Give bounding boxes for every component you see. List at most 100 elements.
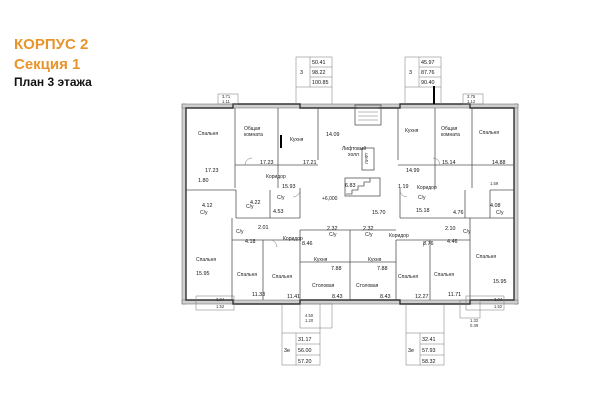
area: 14.09 [326,132,340,138]
room-bedroom-1: Спальня [198,131,218,137]
area: 15.70 [372,210,386,216]
room-bedroom-6: Спальня [272,274,292,280]
room-dining-1: Столовая [312,283,335,289]
bath-3: С/у [277,195,285,201]
balcony-bottom-center [299,303,333,329]
bath-8: С/у [365,232,373,238]
room-kitchen-4: Кухня [368,257,382,263]
balcony-top-right [462,93,484,105]
floor-level: +6,000 [322,196,338,202]
room-kitchen-3: Кухня [314,257,328,263]
apt-br-v2: 57.93 [422,348,436,354]
area: 11.33 [252,292,265,298]
balcony-bl-b: 1.52 [216,304,225,309]
area: 4.46 [447,239,458,245]
balcony-tr-a: 3.75 [467,94,476,99]
room-bedroom-3: Спальня [196,257,216,263]
apt-bl-v2: 56.00 [298,348,312,354]
balcony-bc-a: 4.50 [305,313,314,318]
apt-box-top-right [404,56,442,104]
apt-tl-rooms: 3 [300,70,303,76]
room-bedroom-7: Спальня [398,274,418,280]
lift-hall-a: Лифтовый [342,145,366,152]
area: 2.32 [327,226,338,232]
balcony-bottom-left [195,295,235,311]
apt-bl-rooms: 3е [284,348,290,354]
area: 8.46 [302,241,313,247]
area: 2.10 [445,226,456,232]
area: 7.88 [331,266,342,272]
apt-box-bottom-right [405,304,445,366]
area: 15.95 [493,279,507,285]
area: 4.18 [245,239,256,245]
bath-5: С/у [496,210,504,216]
area: 15.18 [416,208,430,214]
apt-br-v1: 32.41 [422,337,436,343]
balcony-br-a: 3.04 [494,297,503,302]
area: 12.27 [415,294,429,300]
balcony-bl-a: 3.04 [216,297,225,302]
area: 4.12 [202,203,213,209]
balcony-tl-a: 3.71 [222,94,231,99]
balcony-right-mid: 1.59 [490,181,499,186]
area: 2.32 [363,226,374,232]
balcony-tr-b: 1.12 [467,99,476,104]
bath-9: С/у [463,229,471,235]
balcony-top-left [217,93,239,105]
balcony-brc-a: 1.32 [470,318,479,323]
area: 14.88 [492,160,506,166]
area: 17.23 [260,160,274,166]
area: 15.14 [442,160,456,166]
area: 4.08 [490,203,501,209]
area: 7.88 [377,266,388,272]
area: 14.99 [406,168,420,174]
area: 11.71 [448,292,461,298]
stair-core [344,104,382,197]
area: 1.80 [198,178,209,184]
apt-tr-v3: 90.40 [421,80,435,86]
room-common-1b: комната [244,132,263,138]
corridor-4: Коридор [389,233,409,239]
lift-label: ЛИФТ [364,152,369,164]
plan-title: План 3 этажа [14,75,92,89]
area: 4.22 [250,200,261,206]
apt-br-v3: 58.32 [422,359,436,365]
area: 17.23 [205,168,219,174]
room-common-2a: Общая [441,126,458,132]
corridor-3: Коридор [283,236,303,242]
bath-4: С/у [418,195,426,201]
room-kitchen-1: Кухня [290,137,304,143]
area: 4.76 [453,210,464,216]
balcony-bc-b: 1.20 [305,318,314,323]
area: 8.43 [380,294,391,300]
balcony-bottom-right [465,295,505,311]
area: 2.01 [258,225,269,231]
balcony-brc-b: 0.39 [470,323,479,328]
apt-bl-v3: 57.20 [298,359,312,365]
room-common-2b: комната [441,132,460,138]
balcony-tl-b: 1.11 [222,99,231,104]
bath-6: С/у [236,229,244,235]
area: 11.41 [287,294,300,300]
apt-br-rooms: 3е [408,348,414,354]
balcony-br-b: 1.52 [494,304,503,309]
apt-bl-v1: 31.17 [298,337,312,343]
room-common-1a: Общая [244,126,261,132]
area: 15.93 [282,184,296,190]
room-bedroom-8: Спальня [434,272,454,278]
apt-tr-rooms: 3 [409,70,412,76]
bath-2: С/у [246,204,254,210]
apt-tl-v3: 100.85 [312,80,329,86]
bath-7: С/у [329,232,337,238]
apt-box-top-left [295,56,333,104]
bath-1: С/у [200,210,208,216]
corridor-2: Коридор [417,185,437,191]
apt-tr-v1: 45.97 [421,60,435,66]
apt-box-bottom-left [281,304,321,366]
area: 1.19 [398,184,409,190]
room-bedroom-2: Спальня [479,130,499,136]
corridor-1: Коридор [266,174,286,180]
apt-tl-v1: 50.41 [312,60,326,66]
room-dining-2: Столовая [356,283,379,289]
